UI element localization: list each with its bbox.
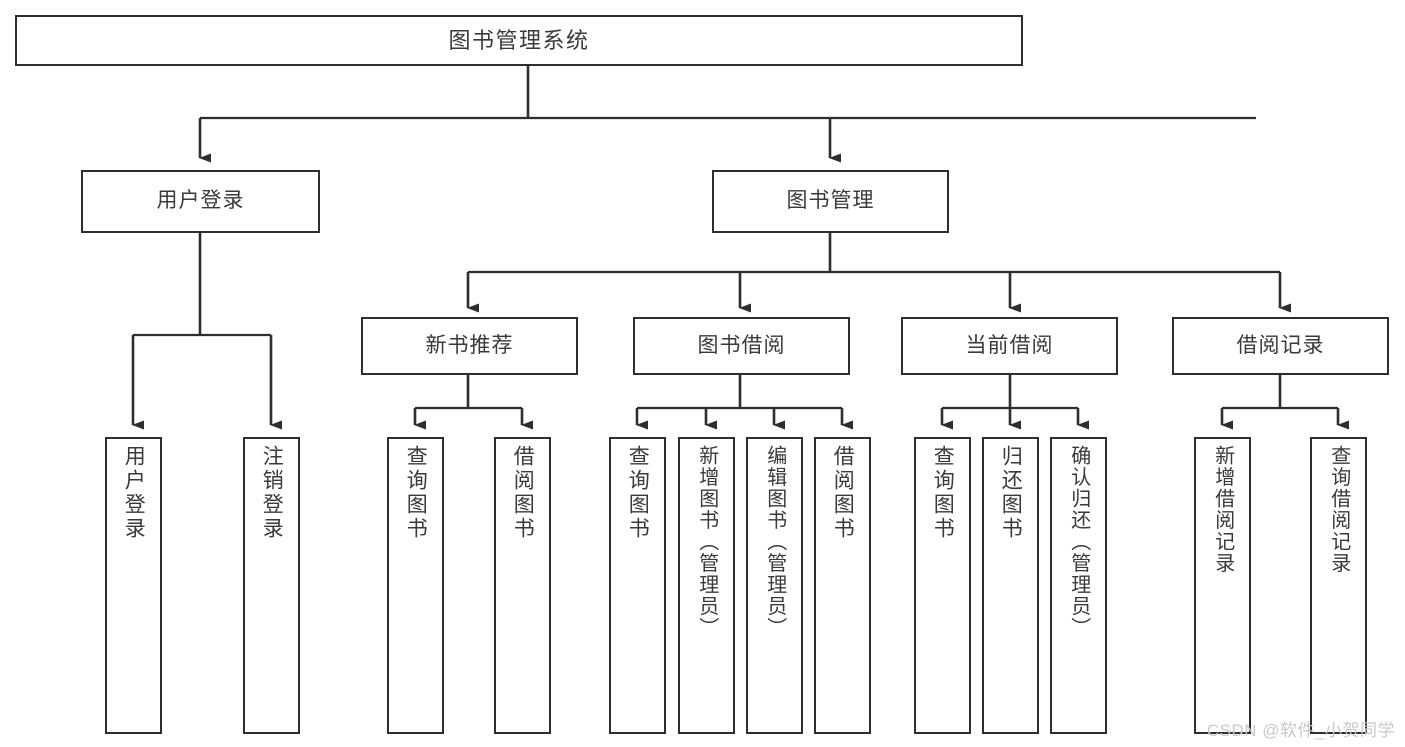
leaf-user-login[interactable]: 用户登录 — [105, 437, 162, 734]
node-borrowing-record[interactable]: 借阅记录 — [1172, 317, 1389, 375]
node-label: 确认归还（管理员） — [1067, 445, 1090, 639]
node-book-borrowing[interactable]: 图书借阅 — [633, 317, 850, 375]
watermark: CSDN @软件_小贺同学 — [1206, 721, 1395, 740]
node-label: 借阅记录 — [1236, 333, 1325, 357]
node-user-login[interactable]: 用户登录 — [81, 170, 320, 233]
node-current-borrowing[interactable]: 当前借阅 — [901, 317, 1118, 375]
leaf-confirm-return-admin[interactable]: 确认归还（管理员） — [1050, 437, 1107, 734]
node-label: 编辑图书（管理员） — [763, 445, 786, 639]
node-label: 图书借阅 — [697, 333, 786, 357]
node-label: 用户登录 — [122, 445, 146, 541]
node-label: 查询借阅记录 — [1327, 445, 1350, 574]
leaf-return-book[interactable]: 归还图书 — [982, 437, 1039, 734]
leaf-query-borrow-record[interactable]: 查询借阅记录 — [1310, 437, 1367, 734]
leaf-add-book-admin[interactable]: 新增图书（管理员） — [678, 437, 735, 734]
node-label: 查询图书 — [626, 445, 650, 541]
node-label: 借阅图书 — [831, 445, 855, 541]
node-label: 新书推荐 — [425, 333, 514, 357]
leaf-query-book-current[interactable]: 查询图书 — [914, 437, 971, 734]
node-label: 查询图书 — [404, 445, 428, 541]
leaf-borrow-book-rec[interactable]: 借阅图书 — [494, 437, 551, 734]
node-label: 注销登录 — [260, 445, 284, 541]
node-label: 新增图书（管理员） — [695, 445, 718, 639]
node-label: 查询图书 — [931, 445, 955, 541]
node-label: 借阅图书 — [511, 445, 535, 541]
leaf-add-borrow-record[interactable]: 新增借阅记录 — [1194, 437, 1251, 734]
node-root-book-management-system[interactable]: 图书管理系统 — [15, 15, 1023, 66]
node-label: 新增借阅记录 — [1211, 445, 1234, 574]
node-label: 图书管理系统 — [448, 27, 590, 53]
node-new-book-recommendation[interactable]: 新书推荐 — [361, 317, 578, 375]
node-label: 图书管理 — [786, 189, 875, 213]
node-book-management[interactable]: 图书管理 — [712, 170, 949, 233]
node-label: 当前借阅 — [965, 333, 1054, 357]
leaf-logout-login[interactable]: 注销登录 — [243, 437, 300, 734]
node-label: 用户登录 — [156, 189, 245, 213]
leaf-borrow-book[interactable]: 借阅图书 — [814, 437, 871, 734]
leaf-edit-book-admin[interactable]: 编辑图书（管理员） — [746, 437, 803, 734]
leaf-query-book-rec[interactable]: 查询图书 — [387, 437, 444, 734]
leaf-query-book-borrow[interactable]: 查询图书 — [609, 437, 666, 734]
node-label: 归还图书 — [999, 445, 1023, 541]
